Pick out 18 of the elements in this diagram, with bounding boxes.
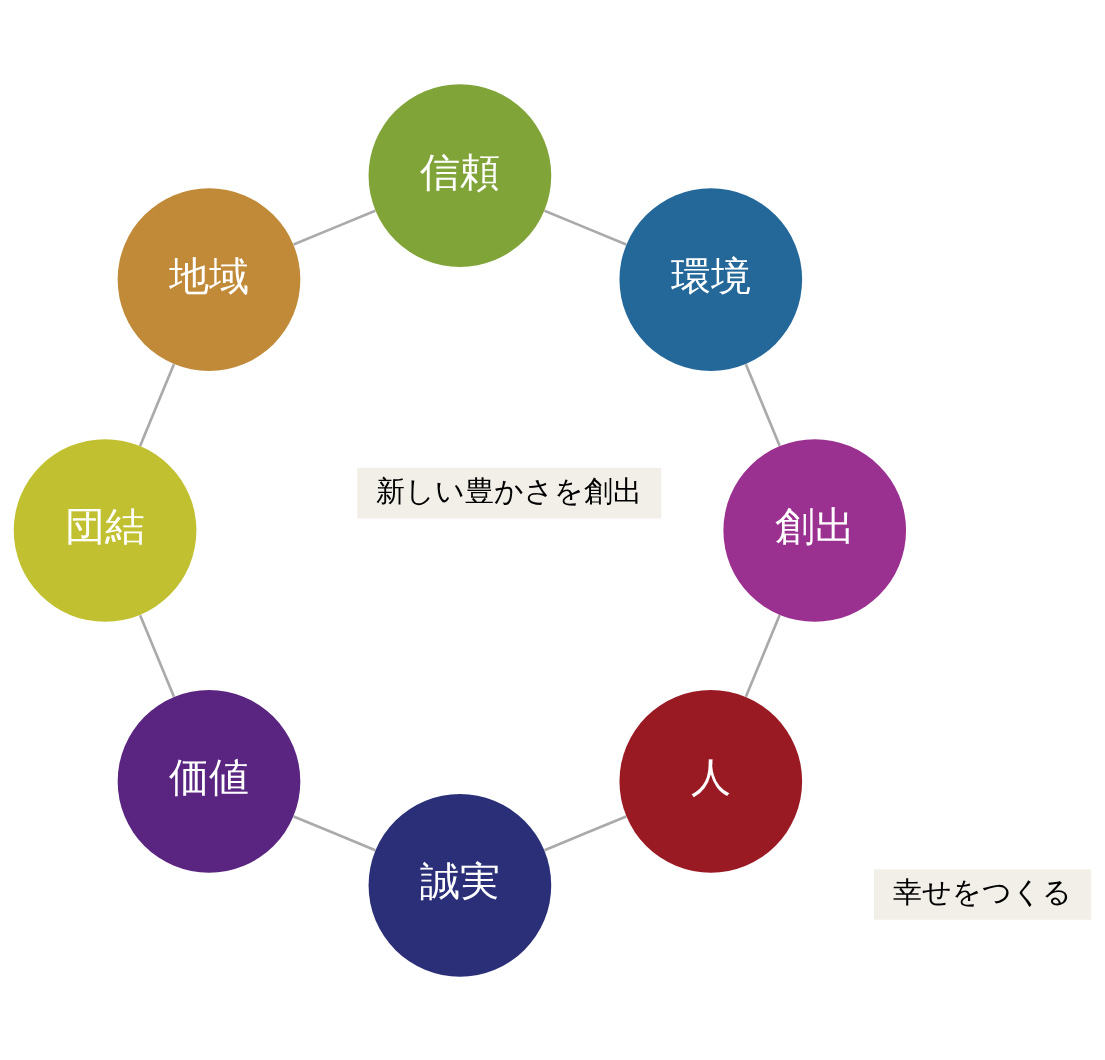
node-circle: 誠実 bbox=[368, 793, 552, 977]
connector bbox=[744, 363, 781, 446]
connector bbox=[138, 363, 176, 446]
label: 幸せをつくる bbox=[893, 874, 1073, 909]
connector bbox=[744, 614, 781, 697]
node-circle: 創出 bbox=[723, 438, 907, 622]
node-circle: 信頼 bbox=[368, 83, 552, 267]
label: 新しい豊かさを創出 bbox=[376, 473, 643, 508]
connector bbox=[293, 209, 376, 246]
node-circle: 地域 bbox=[117, 187, 301, 371]
connector bbox=[293, 814, 376, 852]
connector bbox=[543, 208, 627, 246]
node-circle: 環境 bbox=[619, 187, 803, 371]
node-circle: 価値 bbox=[117, 689, 301, 873]
node-circle: 団結 bbox=[13, 438, 197, 622]
connector bbox=[138, 614, 176, 697]
node-circle: 人 bbox=[619, 689, 803, 873]
connector bbox=[544, 814, 627, 851]
